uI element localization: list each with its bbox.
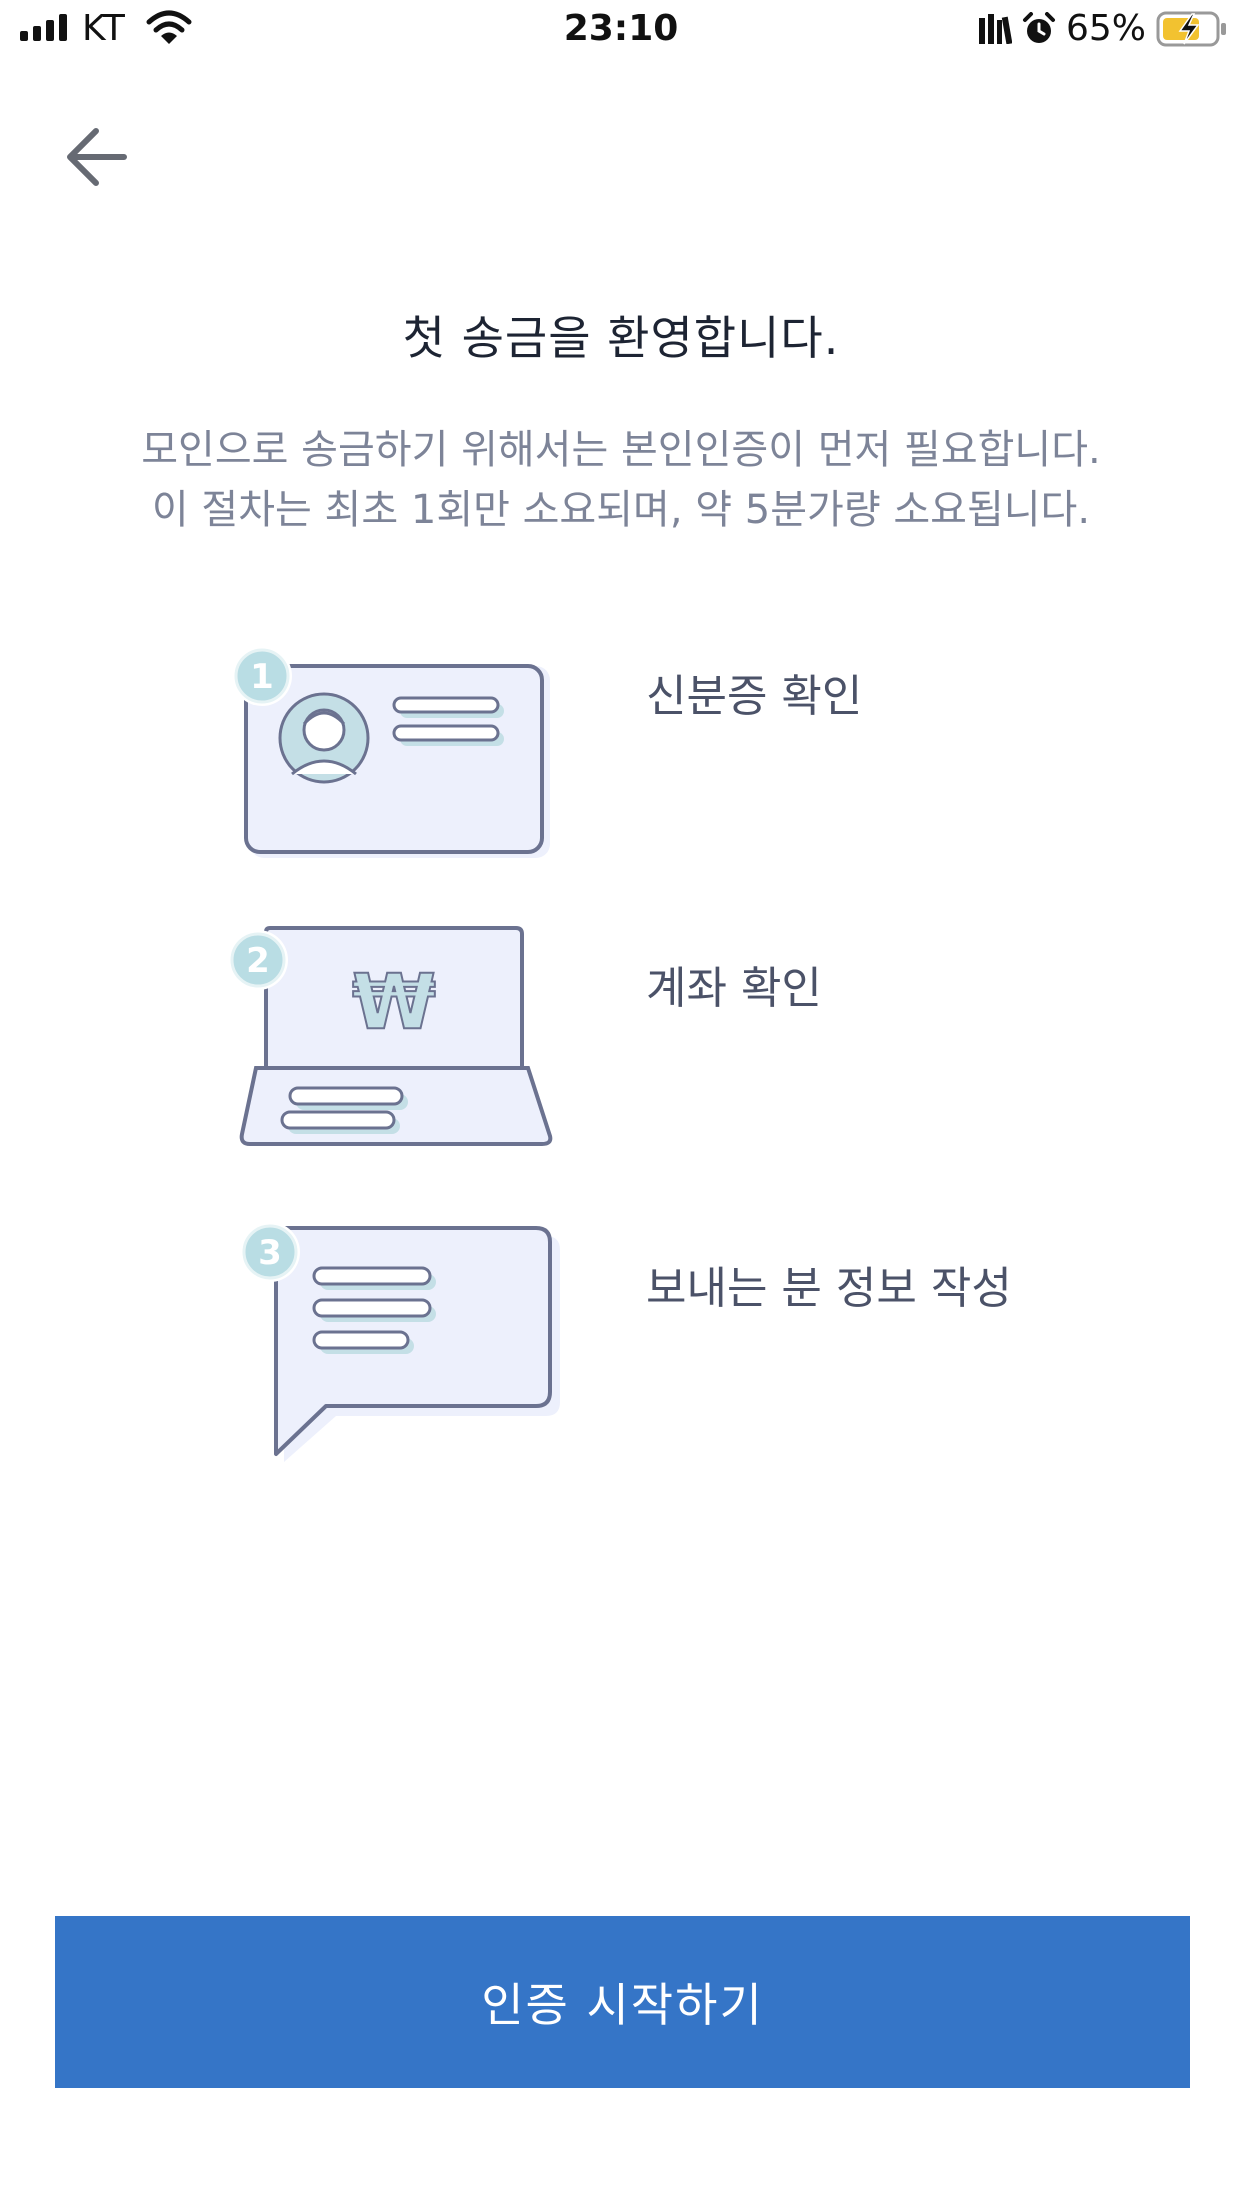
svg-text:₩: ₩ bbox=[352, 957, 436, 1046]
step-label: 신분증 확인 bbox=[646, 671, 863, 722]
start-verification-button[interactable]: 인증 시작하기 bbox=[55, 1916, 1190, 2088]
step-number: 1 bbox=[250, 657, 274, 697]
back-button[interactable] bbox=[62, 122, 132, 192]
intro-line-2: 이 절차는 최초 1회만 소요되며, 약 5분가량 소요됩니다. bbox=[151, 487, 1091, 533]
step-number: 2 bbox=[246, 941, 270, 981]
wifi-icon bbox=[146, 10, 192, 44]
status-bar: KT 23:10 65% bbox=[0, 0, 1242, 62]
intro-line-1: 모인으로 송금하기 위해서는 본인인증이 먼저 필요합니다. bbox=[141, 427, 1101, 473]
page-title: 첫 송금을 환영합니다. bbox=[402, 311, 840, 365]
arrow-left-icon bbox=[67, 128, 127, 186]
laptop-won-icon: ₩ 2 bbox=[228, 926, 553, 1146]
battery-charging-icon bbox=[1156, 11, 1226, 46]
intro-description: 모인으로 송금하기 위해서는 본인인증이 먼저 필요합니다. 이 절차는 최초 … bbox=[0, 420, 1242, 540]
step-label: 계좌 확인 bbox=[646, 963, 822, 1014]
status-time: 23:10 bbox=[563, 8, 679, 49]
id-card-icon: 1 bbox=[232, 646, 550, 858]
battery-percent: 65% bbox=[1065, 8, 1146, 49]
speech-bubble-icon: 3 bbox=[240, 1222, 560, 1462]
step-label: 보내는 분 정보 작성 bbox=[646, 1263, 1012, 1314]
alarm-icon bbox=[1022, 11, 1055, 43]
signal-icon bbox=[20, 14, 67, 41]
carrier-label: KT bbox=[82, 8, 125, 49]
step-number: 3 bbox=[258, 1233, 282, 1273]
library-icon bbox=[978, 13, 1012, 44]
